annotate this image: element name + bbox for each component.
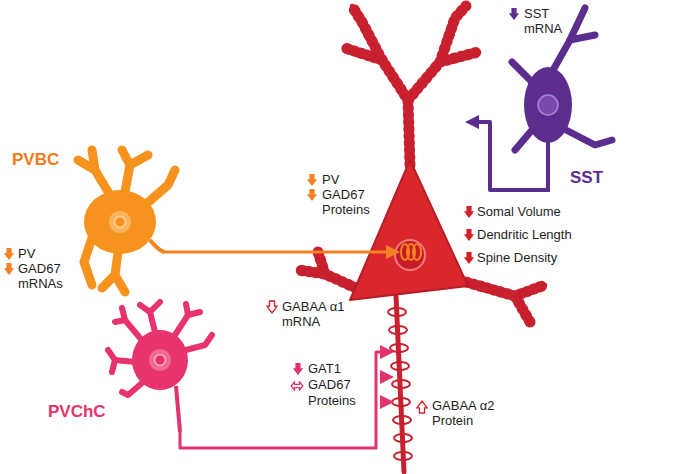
synapse-terminal bbox=[465, 115, 479, 129]
axon-line bbox=[162, 251, 386, 254]
synapse-terminal bbox=[380, 345, 394, 359]
annotation-text: Dendritic Length bbox=[477, 227, 572, 242]
annotation-text: PV GAD67 Proteins bbox=[322, 172, 377, 217]
axon-connector bbox=[162, 245, 400, 259]
cell-name: SST bbox=[570, 168, 603, 187]
cell-name: PVChC bbox=[48, 402, 106, 421]
cell-node: SST SST mRNA bbox=[500, 2, 665, 200]
axon-connector bbox=[180, 345, 394, 448]
axon-line bbox=[479, 122, 500, 190]
axon-connector bbox=[465, 115, 500, 190]
annotation-text: Somal Volume bbox=[477, 204, 561, 219]
annotation-text: PV GAD67 mRNAs bbox=[18, 246, 68, 291]
annotation-text: GAT1 GAD67 Proteins bbox=[308, 361, 363, 409]
annotation-text: GABAA α1 mRNA bbox=[282, 299, 350, 329]
annotation-text: SST mRNA bbox=[524, 6, 566, 36]
annotation-text: Spine Density bbox=[477, 250, 557, 265]
synapse-terminal bbox=[386, 245, 400, 259]
axon-line bbox=[180, 352, 380, 448]
cell-node: PVChC bbox=[40, 300, 205, 430]
cell-node: PVBC PV GAD67 mRNAs bbox=[2, 150, 162, 295]
annotation-text: GABAA α2 Protein bbox=[432, 398, 500, 428]
cell-node: Somal VolumeDendritic LengthSpine Densit… bbox=[330, 20, 574, 300]
cell-name: PVBC bbox=[12, 150, 59, 169]
